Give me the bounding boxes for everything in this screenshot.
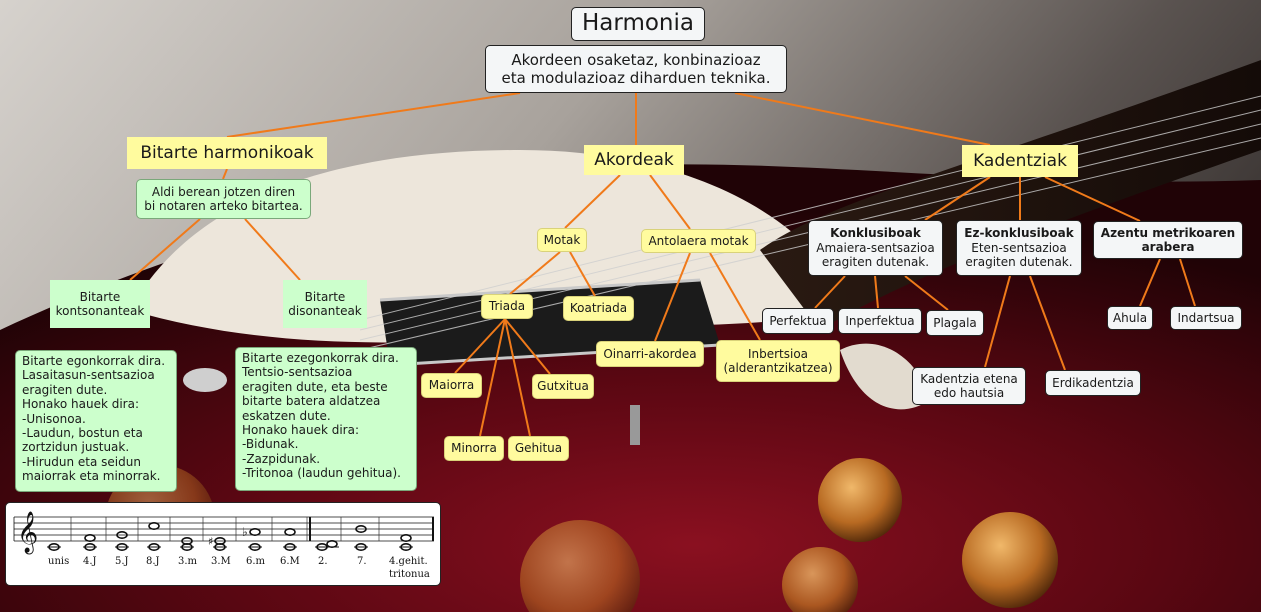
flat-icon: ♭ [242,525,248,539]
staff-label: 5.J [115,556,129,567]
kadentzia-etena-node[interactable]: Kadentzia etena edo hautsia [912,367,1026,405]
staff-label: 3.M [211,556,231,567]
ez-konklusiboak-node[interactable]: Ez-konklusiboak Eten-sentsazioa eragiten… [956,220,1082,276]
inperfektua-node[interactable]: Inperfektua [838,308,922,334]
inbertsioa-node[interactable]: Inbertsioa (alderantzikatzea) [716,340,840,382]
connector-line [654,252,691,342]
antolaera-motak-node[interactable]: Antolaera motak [641,229,756,253]
treble-clef-icon: 𝄞 [17,511,38,554]
connector-line [509,251,561,295]
staff-label: 7. [357,556,367,567]
connector-line [814,275,846,309]
connector-line [564,174,621,229]
staff-label: 6.m [246,556,266,567]
ahula-node[interactable]: Ahula [1107,306,1153,330]
plagala-node[interactable]: Plagala [926,310,984,336]
koatriada-node[interactable]: Koatriada [563,296,634,321]
connector-line [504,318,551,375]
connector-line [454,318,506,374]
akordeak-node[interactable]: Akordeak [584,145,684,175]
connector-line [1029,275,1066,371]
perfektua-node[interactable]: Perfektua [762,308,834,334]
gehitua-node[interactable]: Gehitua [508,436,569,461]
gutxitua-node[interactable]: Gutxitua [532,374,594,399]
staff-label: 3.m [178,556,198,567]
staff-label: 2. [318,556,328,567]
connector-line [504,318,531,437]
kontsonanteak-description[interactable]: Bitarte egonkorrak dira. Lasaitasun-sent… [15,350,177,492]
connector-line [904,275,949,311]
interval-notes [48,521,412,551]
intervals-staff: 𝄞 [5,502,441,586]
connector-line [226,92,521,138]
staff-label: 8.J [146,556,160,567]
connector-line [244,218,301,281]
connector-line [874,275,879,309]
staff-notation: 𝄞 [13,511,434,580]
connector-line [569,251,596,297]
disonanteak-description[interactable]: Bitarte ezegonkorrak dira. Tentsio-sents… [235,347,417,491]
erdikadentzia-node[interactable]: Erdikadentzia [1045,370,1141,396]
oinarri-akordea-node[interactable]: Oinarri-akordea [596,341,704,367]
triada-node[interactable]: Triada [481,294,533,319]
motak-node[interactable]: Motak [537,228,587,252]
connector-line [129,218,201,281]
connector-line [924,176,991,221]
staff-label: tritonua [389,569,430,580]
staff-label: 4.J [83,556,97,567]
bitarte-harmonikoak-node[interactable]: Bitarte harmonikoak [127,137,327,169]
connector-line [709,252,761,341]
connector-line [479,318,506,437]
minorra-node[interactable]: Minorra [444,436,504,461]
sharp-icon: ♯ [208,535,213,548]
connector-line [734,92,991,146]
staff-label: 4.gehit. [389,556,428,567]
connector-line [1044,176,1141,222]
maiorra-node[interactable]: Maiorra [421,373,482,398]
indartsua-node[interactable]: Indartsua [1170,306,1242,330]
disonanteak-node[interactable]: Bitarte disonanteak [283,280,367,328]
root-title[interactable]: Harmonia [571,7,705,41]
connector-line [1139,258,1161,307]
connector-line [649,174,691,230]
kadentziak-node[interactable]: Kadentziak [962,145,1078,177]
connector-line [984,275,1011,368]
kontsonanteak-node[interactable]: Bitarte kontsonanteak [50,280,150,328]
staff-label: unis [48,556,69,567]
root-definition[interactable]: Akordeen osaketaz, konbinazioaz eta modu… [485,45,787,93]
staff-label: 6.M [280,556,300,567]
connector-line [1179,258,1196,307]
azentu-metrikoa-node[interactable]: Azentu metrikoaren arabera [1093,221,1243,259]
bitarte-harmonikoak-definition[interactable]: Aldi berean jotzen diren bi notaren arte… [136,179,311,219]
konklusiboak-node[interactable]: Konklusiboak Amaiera-sentsazioa eragiten… [808,220,943,276]
connector-line [222,168,228,180]
